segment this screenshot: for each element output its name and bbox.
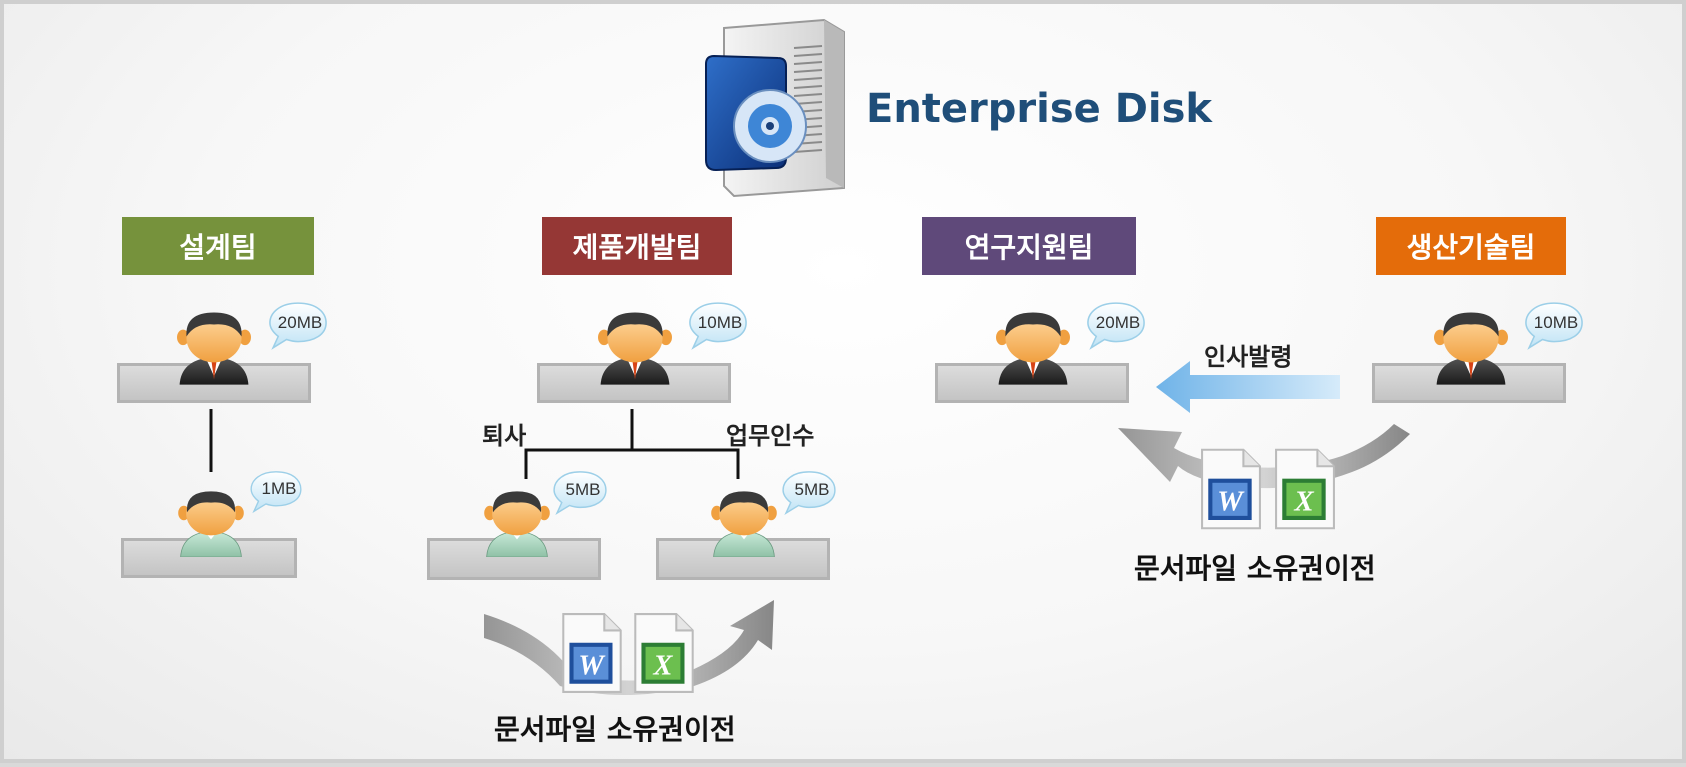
staff-person-icon [171, 478, 251, 564]
manager-person-icon [171, 301, 257, 391]
server-icon [705, 18, 845, 198]
team-research-support-label: 연구지원팀 [922, 217, 1136, 275]
staff-person-icon [477, 478, 557, 564]
word-document-icon [561, 612, 623, 694]
org-connector-lines [209, 409, 740, 479]
ownership-transfer-caption-right: 문서파일 소유권이전 [1134, 552, 1376, 585]
team-design-label: 설계팀 [122, 217, 314, 275]
quota-product-manager: 10MB [697, 313, 743, 332]
quota-design-staff: 1MB [261, 479, 297, 498]
quota-product-staff-right: 5MB [794, 479, 830, 499]
manager-person-icon [1428, 301, 1514, 391]
curved-transfer-arrow-icon [1118, 424, 1410, 489]
quota-production-manager: 10MB [1533, 313, 1579, 332]
ownership-transfer-caption-left: 문서파일 소유권이전 [494, 713, 736, 746]
manager-person-icon [990, 301, 1076, 391]
excel-document-icon [633, 612, 695, 694]
quota-product-staff-left: 5MB [565, 479, 601, 499]
team-product-dev-label: 제품개발팀 [542, 217, 732, 275]
quota-research-manager: 20MB [1095, 313, 1141, 332]
quota-design-manager: 20MB [277, 313, 323, 332]
resign-label: 퇴사 [482, 422, 527, 450]
staff-person-icon [704, 478, 784, 564]
curved-transfer-arrow-icon [484, 600, 774, 695]
excel-document-icon [1274, 447, 1336, 531]
transfer-arrow-icon [1156, 361, 1340, 413]
transfer-label: 인사발령 [1204, 343, 1293, 371]
team-production-tech-label: 생산기술팀 [1376, 217, 1566, 275]
handover-label: 업무인수 [726, 422, 815, 450]
word-document-icon [1200, 447, 1262, 531]
page-title: Enterprise Disk [866, 86, 1213, 132]
manager-person-icon [592, 301, 678, 391]
